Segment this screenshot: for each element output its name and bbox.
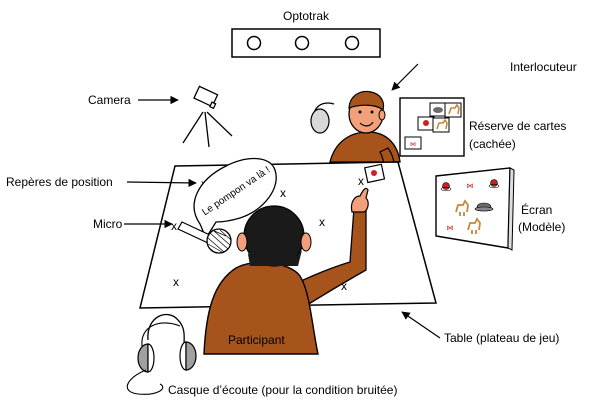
svg-text:⋈: ⋈: [467, 183, 474, 190]
position-marker: x: [341, 279, 347, 293]
reserve-label-line1: Réserve de cartes: [469, 119, 566, 133]
optotrak-device: [231, 28, 381, 58]
svg-text:⋈: ⋈: [447, 225, 454, 232]
position-marker: x: [358, 174, 364, 188]
reperes-label: Repères de position: [6, 175, 113, 189]
position-marker: x: [173, 275, 179, 289]
microphone-icon: [177, 221, 232, 254]
reserve-label-line2: (cachée): [469, 137, 516, 151]
position-marker: x: [171, 219, 177, 233]
held-card: [364, 163, 386, 184]
ecran-label-line1: Écran: [521, 202, 552, 217]
interlocuteur-arrow: [391, 63, 419, 91]
casque-label: Casque d’écoute (pour la condition bruit…: [168, 383, 397, 397]
ecran-label-line2: (Modèle): [518, 220, 565, 234]
svg-text:⋈: ⋈: [410, 142, 416, 148]
position-marker: x: [319, 215, 325, 229]
optotrak-label: Optotrak: [283, 9, 330, 23]
participant-figure: [203, 187, 369, 355]
position-marker: x: [280, 186, 286, 200]
participant-label: Participant: [228, 333, 285, 347]
table-label: Table (plateau de jeu): [444, 331, 559, 345]
camera-icon: [182, 85, 233, 148]
interlocuteur-label: Interlocuteur: [510, 60, 577, 74]
micro-label: Micro: [93, 217, 123, 231]
headphones-icon: [126, 314, 197, 395]
card-reserve: ⋈: [399, 97, 465, 157]
reperes-arrow: [126, 178, 197, 188]
table-arrow: [401, 311, 441, 339]
screen-model: ⋈ ⋈: [435, 167, 515, 251]
camera-label: Camera: [88, 93, 131, 107]
